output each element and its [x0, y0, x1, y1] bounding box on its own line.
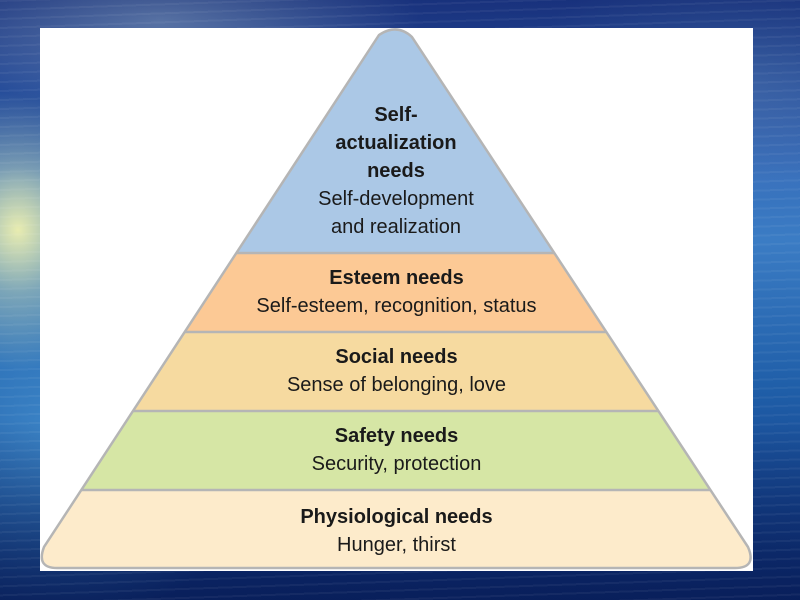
self-actualization-title-line-3: needs [367, 160, 425, 182]
pyramid-outline [40, 28, 752, 570]
esteem-label: Esteem needs Self-esteem, recognition, s… [40, 264, 753, 320]
social-label: Social needs Sense of belonging, love [40, 343, 753, 399]
social-title: Social needs [335, 346, 458, 368]
social-desc: Sense of belonging, love [286, 374, 507, 396]
safety-label: Safety needs Security, protection [40, 422, 753, 478]
physiological-band [41, 490, 751, 568]
physiological-title: Physiological needs [300, 506, 493, 528]
self-actualization-desc-line-2: and realization [330, 216, 462, 238]
physiological-desc: Hunger, thirst [337, 534, 456, 556]
slide-panel: Self- actualization needs Self-developme… [40, 28, 753, 571]
safety-band [41, 411, 751, 490]
self-actualization-title-line-1: Self- [374, 104, 418, 126]
safety-desc: Security, protection [311, 453, 482, 475]
self-actualization-title-line-2: actualization [335, 132, 457, 154]
needs-pyramid [40, 28, 752, 570]
self-actualization-label: Self- actualization needs Self-developme… [286, 101, 506, 241]
physiological-label: Physiological needs Hunger, thirst [40, 503, 753, 559]
esteem-title: Esteem needs [329, 267, 464, 289]
esteem-desc: Self-esteem, recognition, status [256, 295, 537, 317]
self-actualization-desc-line-1: Self-development [318, 188, 474, 210]
safety-title: Safety needs [334, 425, 459, 447]
